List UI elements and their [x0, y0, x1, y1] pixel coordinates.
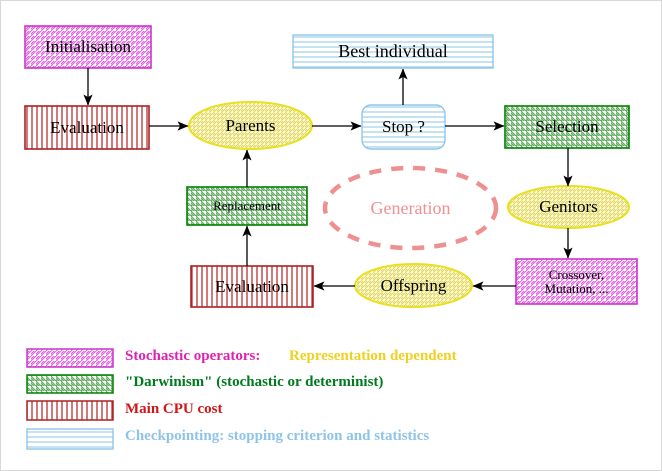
- legend-label-main-cpu-cost: Main CPU cost: [125, 401, 223, 417]
- legend-label-checkpointing: Checkpointing: stopping criterion and st…: [125, 428, 430, 444]
- legend-swatch-blue-horizontal: [26, 428, 114, 450]
- node-initialisation: [24, 25, 152, 69]
- node-genitors: [507, 185, 630, 229]
- legend-label-darwinism: "Darwinism" (stochastic or determinist): [125, 374, 384, 390]
- legend-swatch-red-vertical: [26, 400, 114, 421]
- node-crossover-mutation: [515, 258, 638, 305]
- node-generation: [322, 165, 499, 251]
- node-best-individual: [292, 34, 494, 69]
- node-offspring: [354, 263, 473, 308]
- node-replacement: [186, 186, 308, 226]
- node-parents: [188, 101, 313, 150]
- node-evaluation-bottom: [190, 265, 314, 308]
- node-evaluation-top: [24, 105, 150, 150]
- node-selection: [504, 105, 630, 149]
- legend-label-representation-dependent: Representation dependent: [289, 348, 457, 364]
- legend-swatch-magenta-diagonal: [26, 348, 114, 368]
- legend-swatch-green-diagonal: [26, 374, 114, 394]
- node-stop: [361, 104, 446, 150]
- legend-label-stochastic-operators: Stochastic operators:: [125, 348, 261, 364]
